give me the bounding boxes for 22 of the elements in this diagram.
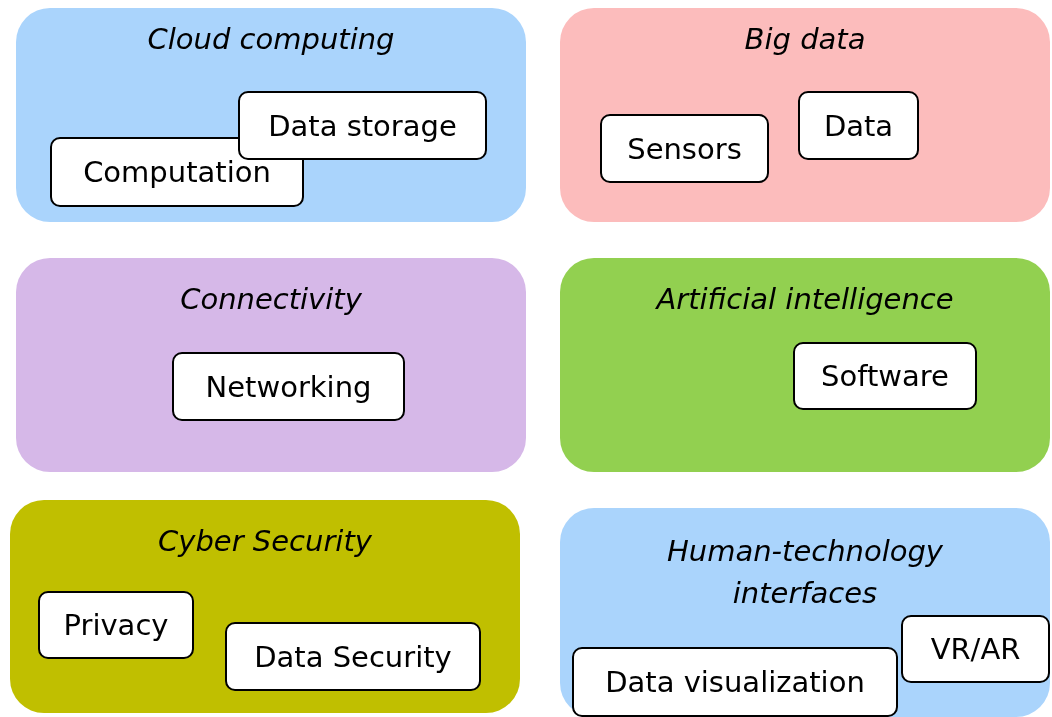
category-panel — [560, 508, 1050, 717]
category-panel — [10, 500, 520, 713]
panel-title: Human-technology interfaces — [665, 533, 945, 612]
topic-box: Data visualization — [572, 647, 898, 717]
panel-title: Connectivity — [180, 281, 362, 318]
panel-title: Cyber Security — [158, 523, 372, 560]
category-panel — [560, 8, 1050, 222]
topic-box: Data storage — [238, 91, 487, 160]
topic-box: Data — [798, 91, 919, 160]
panel-title: Big data — [744, 21, 866, 58]
topic-box: Data Security — [225, 622, 481, 691]
panel-title: Artificial intelligence — [656, 281, 954, 318]
topic-box: Privacy — [38, 591, 194, 659]
topic-box: Sensors — [600, 114, 769, 183]
topic-box: VR/AR — [901, 615, 1050, 683]
topic-box: Computation — [50, 137, 304, 207]
topic-box: Software — [793, 342, 977, 410]
category-panel — [16, 258, 526, 472]
category-panel — [560, 258, 1050, 472]
topic-box: Networking — [172, 352, 405, 421]
category-panel — [16, 8, 526, 222]
panel-title: Cloud computing — [147, 21, 395, 58]
